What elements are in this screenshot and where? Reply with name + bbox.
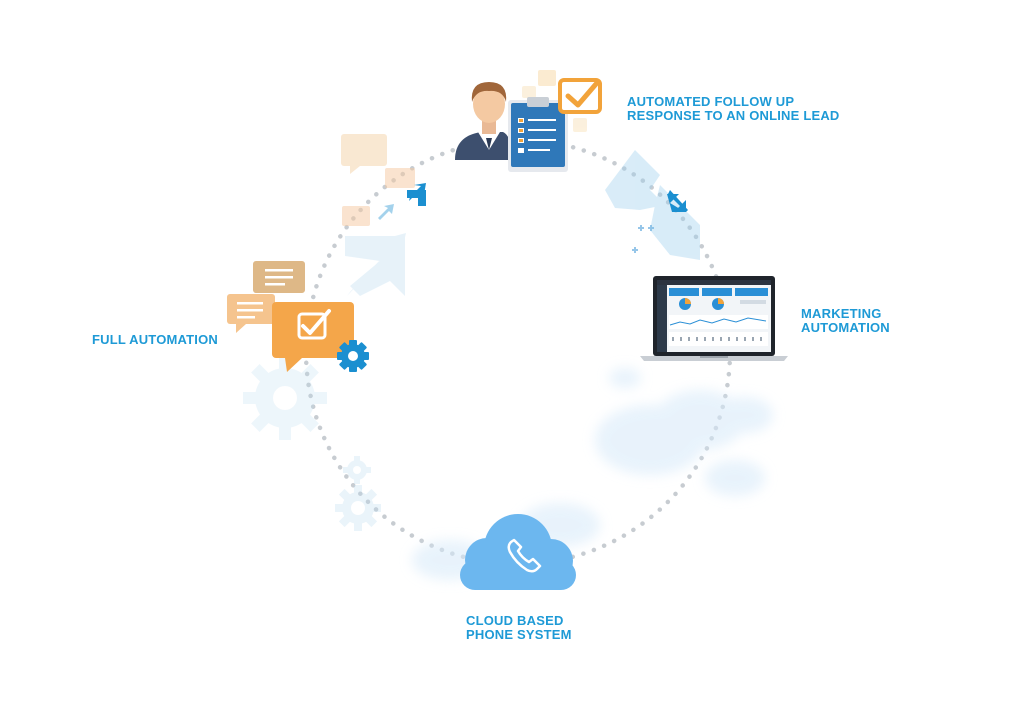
businessman-with-checklist-icon	[455, 78, 602, 172]
faded-checks-top	[522, 70, 587, 132]
faded-arrow-right	[605, 150, 700, 260]
label-line: AUTOMATION	[801, 320, 890, 335]
faded-blue-arrow-small	[378, 204, 394, 220]
plus-sparkles	[632, 225, 654, 253]
faded-arrow-left	[345, 233, 406, 296]
label-full-automation: FULL AUTOMATION	[92, 333, 218, 347]
blue-arrow-top-right	[667, 190, 688, 212]
chat-bubbles-checkmark-gear-icon	[227, 261, 369, 372]
label-line: PHONE SYSTEM	[466, 627, 572, 642]
faded-gears-bottom-left	[335, 456, 381, 531]
label-cloud-based-phone-system: CLOUD BASED PHONE SYSTEM	[466, 614, 572, 642]
label-marketing-automation: MARKETING AUTOMATION	[801, 307, 890, 335]
label-line: AUTOMATED FOLLOW UP	[627, 94, 795, 109]
label-line: MARKETING	[801, 306, 882, 321]
laptop-dashboard-icon	[640, 276, 788, 361]
blue-arrow-top-left	[407, 183, 426, 206]
label-line: CLOUD BASED	[466, 613, 564, 628]
label-line: FULL AUTOMATION	[92, 332, 219, 347]
cloud-phone-icon	[460, 514, 576, 590]
faded-gear-left	[243, 356, 327, 440]
label-line: RESPONSE TO AN ONLINE LEAD	[627, 108, 840, 123]
label-automated-follow-up: AUTOMATED FOLLOW UP RESPONSE TO AN ONLIN…	[627, 95, 840, 123]
faded-chat-bubbles-left	[341, 134, 415, 226]
